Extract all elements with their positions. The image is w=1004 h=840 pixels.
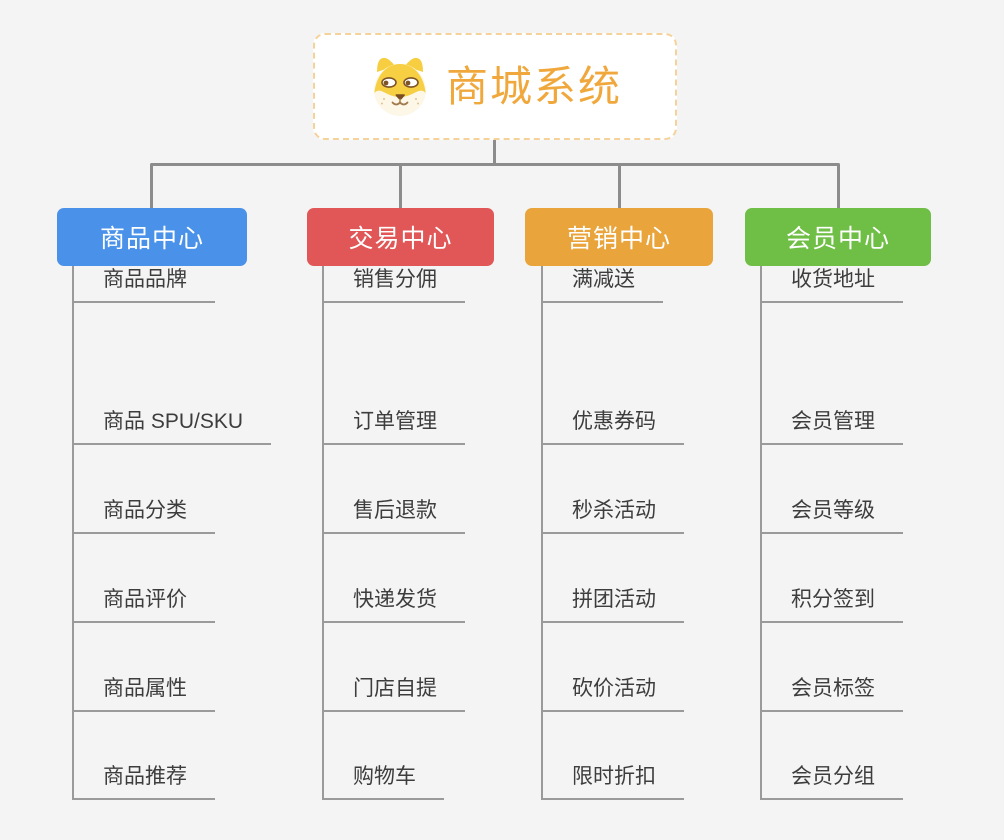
leaf-node[interactable]: 秒杀活动 xyxy=(541,497,684,534)
leaf-node[interactable]: 砍价活动 xyxy=(541,675,684,712)
connector-drop-product xyxy=(150,165,153,209)
connector-root-stem xyxy=(493,140,496,164)
leaf-node[interactable]: 会员分组 xyxy=(760,763,903,800)
leaf-node[interactable]: 会员标签 xyxy=(760,675,903,712)
branch-node-member-center[interactable]: 会员中心 xyxy=(745,208,931,266)
leaf-node[interactable]: 快递发货 xyxy=(322,586,465,623)
leaf-node[interactable]: 商品分类 xyxy=(72,497,215,534)
branch-column-product: 商品 SPU/SKU 商品分类 商品评价 商品属性 商品推荐 商品品牌 xyxy=(72,266,312,806)
branch-node-product-center[interactable]: 商品中心 xyxy=(57,208,247,266)
leaf-node[interactable]: 商品属性 xyxy=(72,675,215,712)
branch-node-trade-center[interactable]: 交易中心 xyxy=(307,208,494,266)
leaf-node[interactable]: 销售分佣 xyxy=(322,266,465,303)
connector-rail xyxy=(150,163,840,166)
branch-column-trade: 订单管理 售后退款 快递发货 门店自提 购物车 销售分佣 xyxy=(322,266,562,806)
root-node[interactable]: 商城系统 xyxy=(313,33,677,140)
connector-drop-trade xyxy=(399,165,402,209)
leaf-node[interactable]: 会员等级 xyxy=(760,497,903,534)
leaf-node[interactable]: 售后退款 xyxy=(322,497,465,534)
branch-column-marketing: 优惠券码 秒杀活动 拼团活动 砍价活动 限时折扣 满减送 xyxy=(541,266,781,806)
leaf-node[interactable]: 购物车 xyxy=(322,763,444,800)
leaf-node[interactable]: 优惠券码 xyxy=(541,408,684,445)
leaf-node[interactable]: 门店自提 xyxy=(322,675,465,712)
leaf-node[interactable]: 限时折扣 xyxy=(541,763,684,800)
leaf-node[interactable]: 订单管理 xyxy=(322,408,465,445)
shiba-dog-icon xyxy=(373,57,426,116)
leaf-node[interactable]: 拼团活动 xyxy=(541,586,684,623)
connector-drop-member xyxy=(837,165,840,209)
leaf-node[interactable]: 商品 SPU/SKU xyxy=(72,408,272,445)
leaf-node[interactable]: 收货地址 xyxy=(760,266,903,303)
connector-drop-marketing xyxy=(618,165,621,209)
leaf-node[interactable]: 积分签到 xyxy=(760,586,903,623)
branch-column-member: 会员管理 会员等级 积分签到 会员标签 会员分组 收货地址 xyxy=(760,266,1000,806)
branch-node-marketing-center[interactable]: 营销中心 xyxy=(525,208,713,266)
root-node-title: 商城系统 xyxy=(445,62,622,110)
leaf-node[interactable]: 商品评价 xyxy=(72,586,215,623)
leaf-node[interactable]: 商品品牌 xyxy=(72,266,215,303)
leaf-node[interactable]: 商品推荐 xyxy=(72,763,215,800)
leaf-node[interactable]: 满减送 xyxy=(541,266,663,303)
leaf-node[interactable]: 会员管理 xyxy=(760,408,903,445)
